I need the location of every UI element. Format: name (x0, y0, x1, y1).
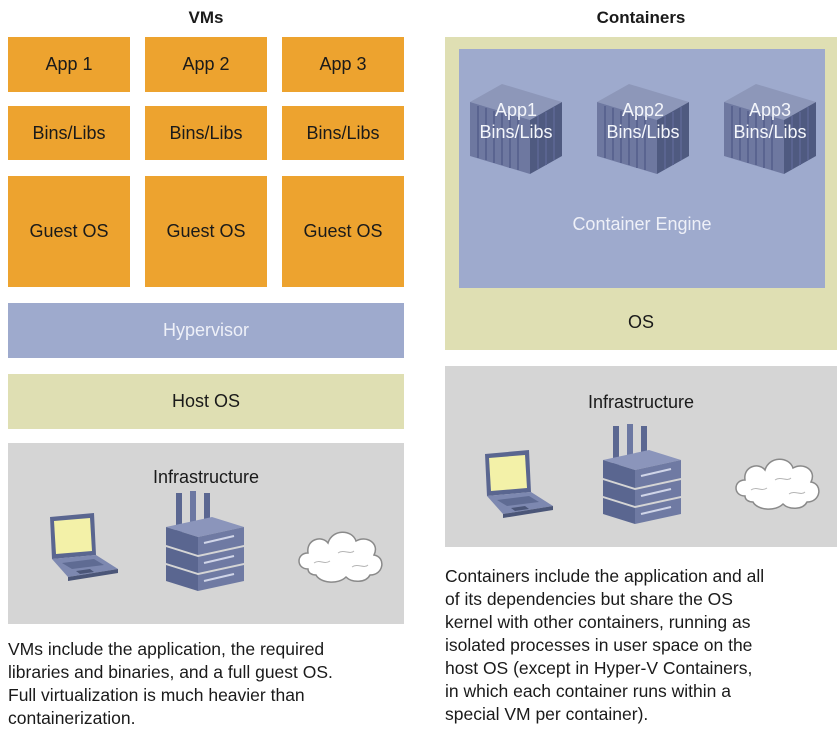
container-1-bins: Bins/Libs (479, 122, 553, 142)
vms-description-line: containerization. (8, 708, 136, 728)
container-os-label: OS (627, 312, 654, 332)
vm-guest-os-3: Guest OS (282, 176, 404, 287)
vm-app-1: App 1 (8, 37, 130, 92)
container-3-bins: Bins/Libs (733, 122, 807, 142)
vm-bins-2: Bins/Libs (145, 106, 267, 160)
containers-description-line: in which each container runs within a (445, 681, 731, 701)
laptop-icon (38, 511, 122, 587)
vm-app-3: App 3 (282, 37, 404, 92)
container-1-app: App1 (494, 100, 538, 120)
vm-guest-os-2: Guest OS (145, 176, 267, 287)
hypervisor-layer: Hypervisor (8, 303, 404, 358)
container-icon (466, 80, 566, 176)
container-icon (593, 80, 693, 176)
containers-description-line: special VM per container). (445, 704, 649, 724)
container-engine-label: Container Engine (572, 214, 712, 234)
containers-description-line: Containers include the application and a… (445, 566, 765, 586)
vm-infrastructure-label: Infrastructure (152, 467, 260, 487)
laptop-icon (473, 448, 557, 524)
containers-description-line: of its dependencies but share the OS (445, 589, 733, 609)
vm-bins-1: Bins/Libs (8, 106, 130, 160)
container-infrastructure-label: Infrastructure (587, 392, 695, 412)
container-3-label: App3 Bins/Libs (720, 99, 820, 143)
server-icon (597, 424, 687, 534)
vm-guest-os-1: Guest OS (8, 176, 130, 287)
vms-title: VMs (188, 8, 224, 27)
container-2-app: App2 (621, 100, 665, 120)
container-icon (720, 80, 820, 176)
containers-title: Containers (596, 8, 686, 27)
container-3-app: App3 (748, 100, 792, 120)
containers-description-line: isolated processes in user space on the (445, 635, 753, 655)
vm-infrastructure-layer: Infrastructure (8, 443, 404, 624)
container-infrastructure-layer: Infrastructure (445, 366, 837, 547)
vms-description-line: VMs include the application, the require… (8, 639, 325, 659)
container-1-label: App1 Bins/Libs (466, 99, 566, 143)
containers-description-line: host OS (except in Hyper-V Containers, (445, 658, 753, 678)
container-2-bins: Bins/Libs (606, 122, 680, 142)
cloud-icon (731, 450, 823, 512)
vm-app-2: App 2 (145, 37, 267, 92)
container-2-label: App2 Bins/Libs (593, 99, 693, 143)
vms-description-line: libraries and binaries, and a full guest… (8, 662, 333, 682)
vms-description: VMs include the application, the require… (8, 638, 408, 730)
server-icon (160, 491, 250, 601)
host-os-layer: Host OS (8, 374, 404, 429)
vms-description-line: Full virtualization is much heavier than (8, 685, 305, 705)
vm-bins-3: Bins/Libs (282, 106, 404, 160)
cloud-icon (294, 523, 386, 585)
containers-description: Containers include the application and a… (445, 565, 837, 726)
containers-description-line: kernel with other containers, running as (445, 612, 751, 632)
